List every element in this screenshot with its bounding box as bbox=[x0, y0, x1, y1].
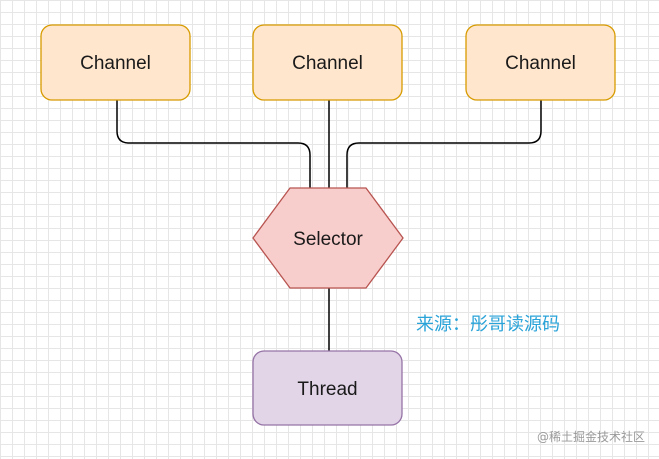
selector-node-label: Selector bbox=[293, 229, 363, 250]
channel-node-center-label: Channel bbox=[292, 53, 363, 74]
channel-node-right-shape bbox=[465, 24, 616, 101]
thread-node-label: Thread bbox=[297, 379, 357, 400]
source-annotation: 来源：彤哥读源码 bbox=[416, 314, 560, 335]
selector-node[interactable]: Selector bbox=[252, 187, 404, 289]
connector-channel-left-selector bbox=[116, 100, 311, 188]
thread-node[interactable]: Thread bbox=[252, 350, 403, 426]
selector-node-shape bbox=[252, 187, 404, 289]
thread-node-shape bbox=[252, 350, 403, 426]
channel-node-center[interactable]: Channel bbox=[252, 24, 403, 101]
channel-node-right[interactable]: Channel bbox=[465, 24, 616, 101]
channel-node-center-shape bbox=[252, 24, 403, 101]
connector-channel-right-selector bbox=[346, 100, 542, 188]
channel-node-left-shape bbox=[40, 24, 191, 101]
channel-node-left-label: Channel bbox=[80, 53, 151, 74]
channel-node-right-label: Channel bbox=[505, 53, 576, 74]
watermark-text: @稀土掘金技术社区 bbox=[536, 430, 645, 444]
channel-node-left[interactable]: Channel bbox=[40, 24, 191, 101]
